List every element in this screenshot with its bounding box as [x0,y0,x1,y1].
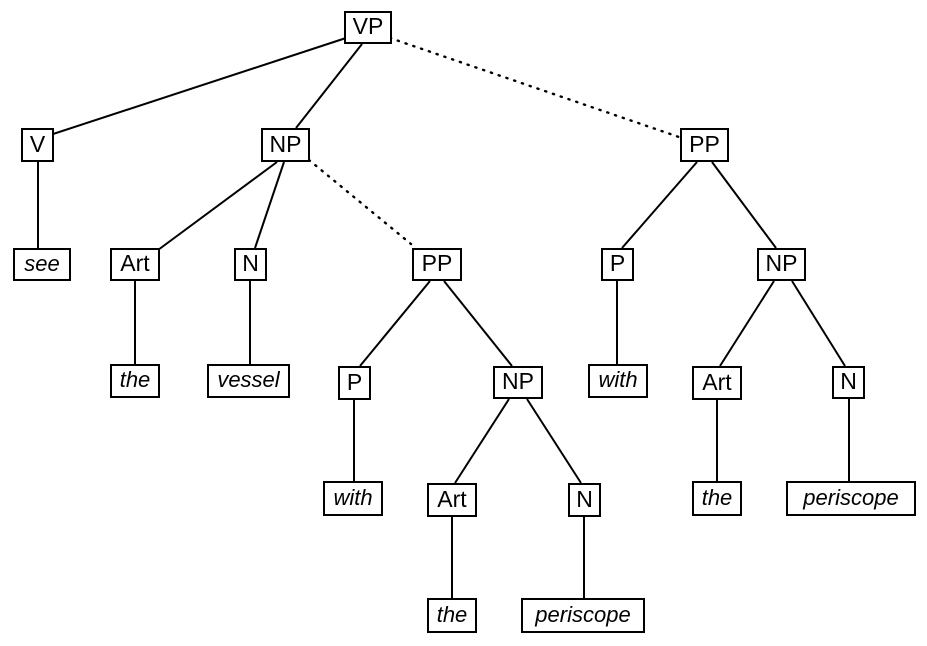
tree-node-with_r: with [588,364,648,398]
tree-node-vessel: vessel [207,364,290,398]
tree-node-np1: NP [261,128,310,162]
tree-node-label: N [576,485,593,512]
tree-edge-pp_mid-to-np_mid [443,280,513,367]
tree-node-with_m: with [323,481,383,516]
tree-node-n_right: N [832,366,865,399]
tree-node-periscope_r: periscope [786,481,916,516]
tree-node-label: NP [765,250,798,276]
tree-node-p_right: P [601,248,634,281]
tree-node-label: PP [689,130,720,157]
tree-node-label: PP [421,250,453,276]
tree-node-art1: Art [110,248,160,281]
tree-node-label: vessel [217,367,280,392]
tree-node-label: the [701,484,733,510]
tree-node-label: NP [502,368,534,394]
tree-node-label: Art [120,250,150,276]
tree-edge-np_right-to-art_right [719,280,775,367]
tree-node-pp_right: PP [680,128,729,162]
tree-node-n_mid: N [568,483,601,517]
tree-edge-np1-to-n1 [254,161,285,249]
tree-edge-vp-to-pp_right [388,36,681,139]
tree-node-np_right: NP [757,248,806,281]
tree-node-label: with [598,367,638,392]
tree-node-art_mid: Art [427,483,477,517]
tree-edge-np_right-to-n_right [791,280,846,367]
tree-node-label: see [24,250,60,276]
tree-edge-vp-to-v [49,37,347,136]
tree-node-v: V [21,128,54,162]
tree-node-vp: VP [344,11,392,44]
tree-node-pp_mid: PP [412,248,462,281]
tree-edge-np1-to-art1 [157,161,278,251]
tree-node-np_mid: NP [493,366,543,399]
tree-node-label: Art [702,368,732,395]
tree-node-label: VP [352,13,384,39]
tree-node-the_r: the [692,481,742,516]
tree-edge-np_mid-to-art_mid [454,398,510,484]
tree-edge-pp_right-to-np_right [711,161,777,249]
tree-node-label: Art [437,485,467,512]
tree-node-label: N [840,368,857,394]
tree-node-the1: the [110,364,160,398]
tree-node-see: see [13,248,71,281]
tree-edge-np1-to-pp_mid [307,158,413,246]
tree-node-label: N [242,250,259,276]
tree-node-the_m: the [427,598,477,633]
tree-node-periscope_m: periscope [521,598,645,633]
tree-node-label: periscope [803,484,899,510]
tree-edge-pp_right-to-p_right [621,161,698,249]
tree-edge-vp-to-np1 [295,43,363,129]
tree-edge-np_mid-to-n_mid [526,398,582,484]
tree-edge-pp_mid-to-p_mid [359,280,431,367]
tree-node-label: P [346,368,363,395]
tree-node-label: the [436,601,468,627]
tree-node-label: periscope [535,601,631,627]
tree-node-label: with [333,484,373,510]
tree-node-label: NP [269,130,302,157]
tree-node-label: P [609,250,626,276]
tree-node-p_mid: P [338,366,371,400]
tree-node-art_right: Art [692,366,742,400]
tree-node-n1: N [234,248,267,281]
tree-node-label: the [119,367,151,392]
tree-node-label: V [29,130,46,157]
